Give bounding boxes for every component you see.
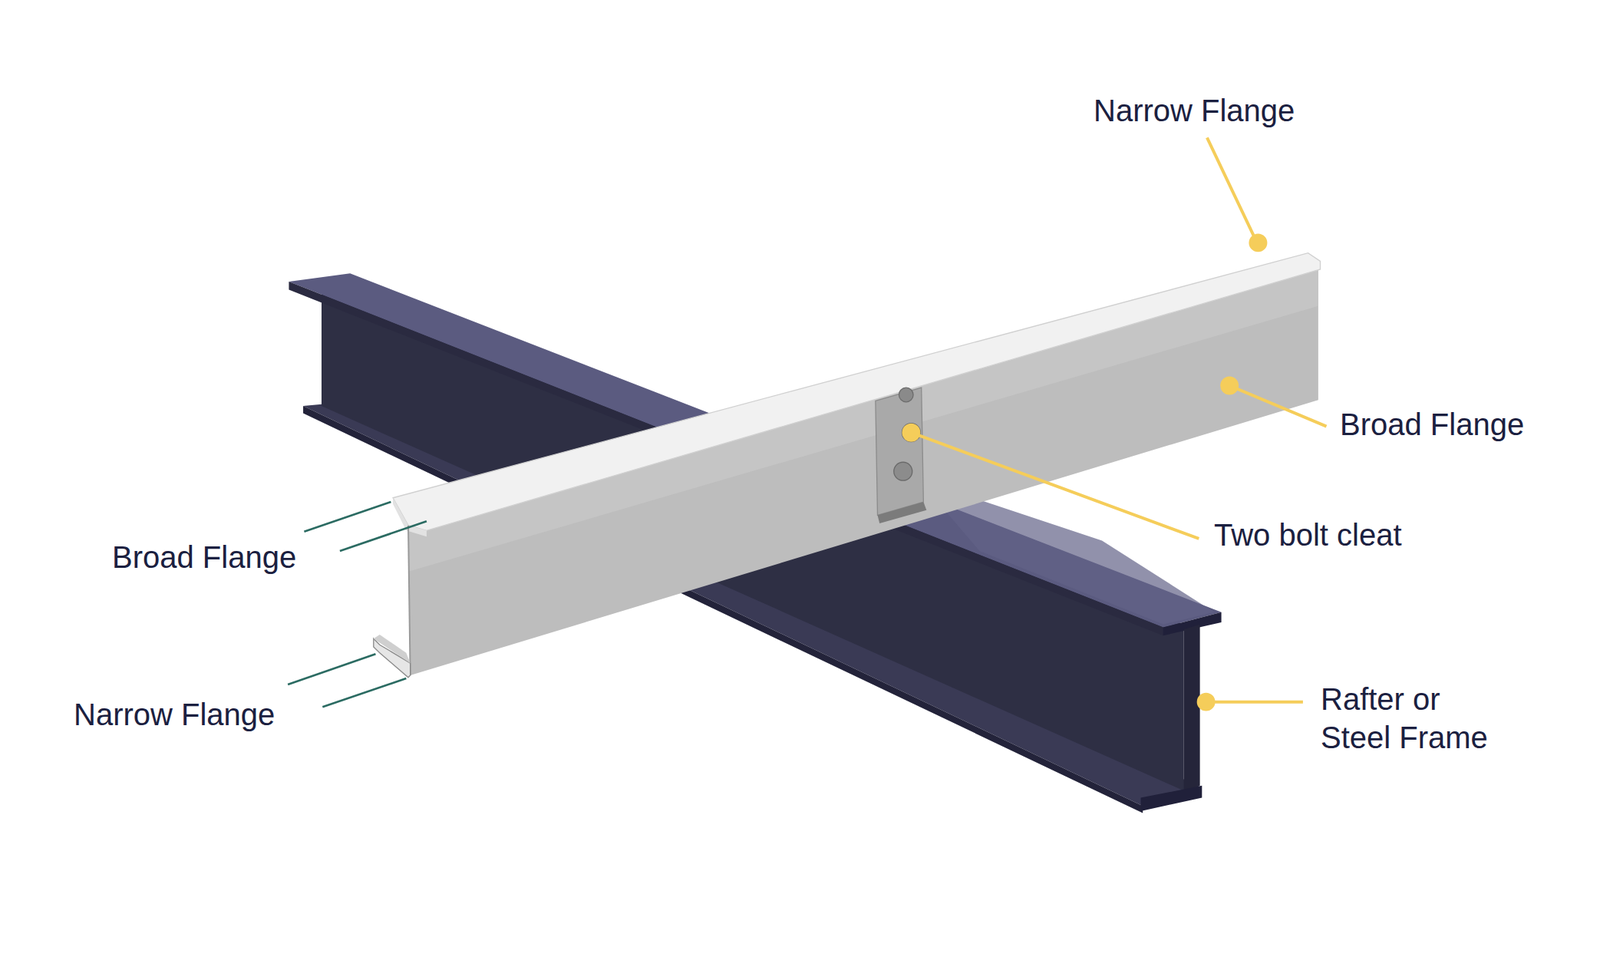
part-label: Broad Flange: [112, 537, 297, 577]
part-label: Two bolt cleat: [1214, 515, 1403, 555]
leader-lines: [901, 137, 1327, 711]
part-label: Narrow Flange: [1093, 91, 1295, 130]
bolt-cleat: [875, 387, 927, 524]
section-leaders: [287, 501, 427, 707]
z-purlin: [373, 253, 1321, 678]
part-label: Broad Flange: [1339, 405, 1525, 444]
part-label: Rafter or Steel Frame: [1320, 679, 1505, 757]
part-label: Narrow Flange: [73, 695, 275, 734]
